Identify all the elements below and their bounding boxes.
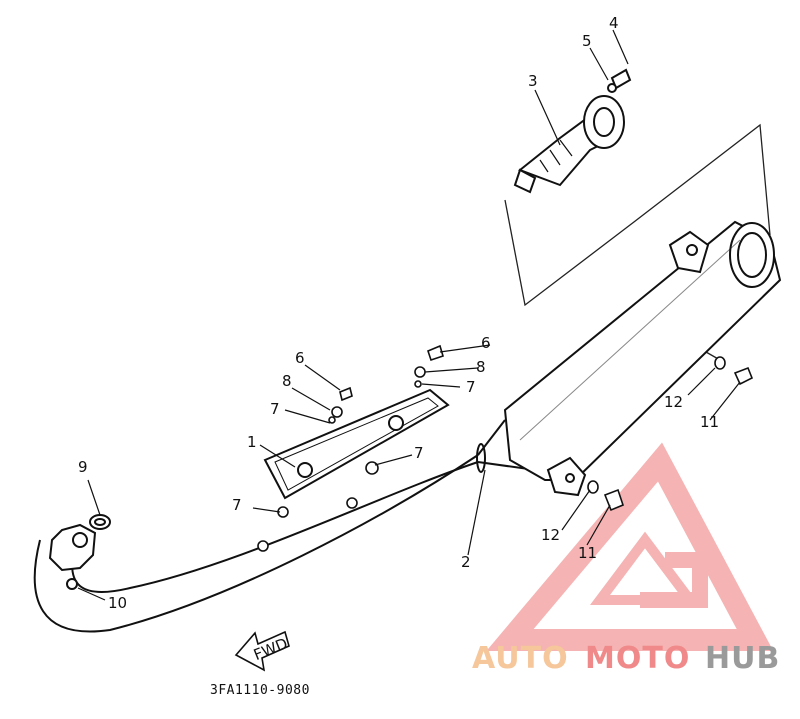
part-label-7-left-upper: 7 <box>270 400 280 418</box>
part-label-8-left: 8 <box>282 372 292 390</box>
part-label-12-rear: 12 <box>664 393 683 411</box>
exhaust-flange <box>48 514 111 590</box>
part-label-11-front: 11 <box>578 544 597 562</box>
watermark-text: AUTO MOTO HUB <box>472 641 780 676</box>
part-label-6-right: 6 <box>481 334 491 352</box>
part-label-7-right-lower: 7 <box>414 444 424 462</box>
part-label-10: 10 <box>108 594 127 612</box>
watermark-auto: AUTO <box>472 641 569 676</box>
part-label-6-left: 6 <box>295 349 305 367</box>
watermark-moto: MOTO <box>585 641 690 676</box>
heat-protector <box>263 388 450 500</box>
part-label-9: 9 <box>78 458 88 476</box>
part-label-2: 2 <box>461 553 471 571</box>
tail-pipe-assembly <box>513 68 632 194</box>
part-label-12-front: 12 <box>541 526 560 544</box>
muffler <box>503 220 782 497</box>
part-label-11-rear: 11 <box>700 413 719 431</box>
watermark-hub: HUB <box>705 641 780 676</box>
diagram-code: 3FA1110-9080 <box>210 683 310 698</box>
part-label-1: 1 <box>247 433 257 451</box>
part-label-4: 4 <box>609 14 619 32</box>
forward-arrow: FWD <box>234 630 290 672</box>
leader-lines <box>77 29 741 601</box>
part-label-3: 3 <box>528 72 538 90</box>
part-label-8-right: 8 <box>476 358 486 376</box>
heat-protector-fasteners <box>328 344 444 424</box>
part-labels: 4 5 3 6 8 7 1 7 6 8 7 7 9 10 2 12 11 12 … <box>78 14 719 612</box>
part-label-5: 5 <box>582 32 592 50</box>
part-label-7-right-upper: 7 <box>466 378 476 396</box>
watermark-logo <box>486 442 774 651</box>
part-label-7-left-lower: 7 <box>232 496 242 514</box>
